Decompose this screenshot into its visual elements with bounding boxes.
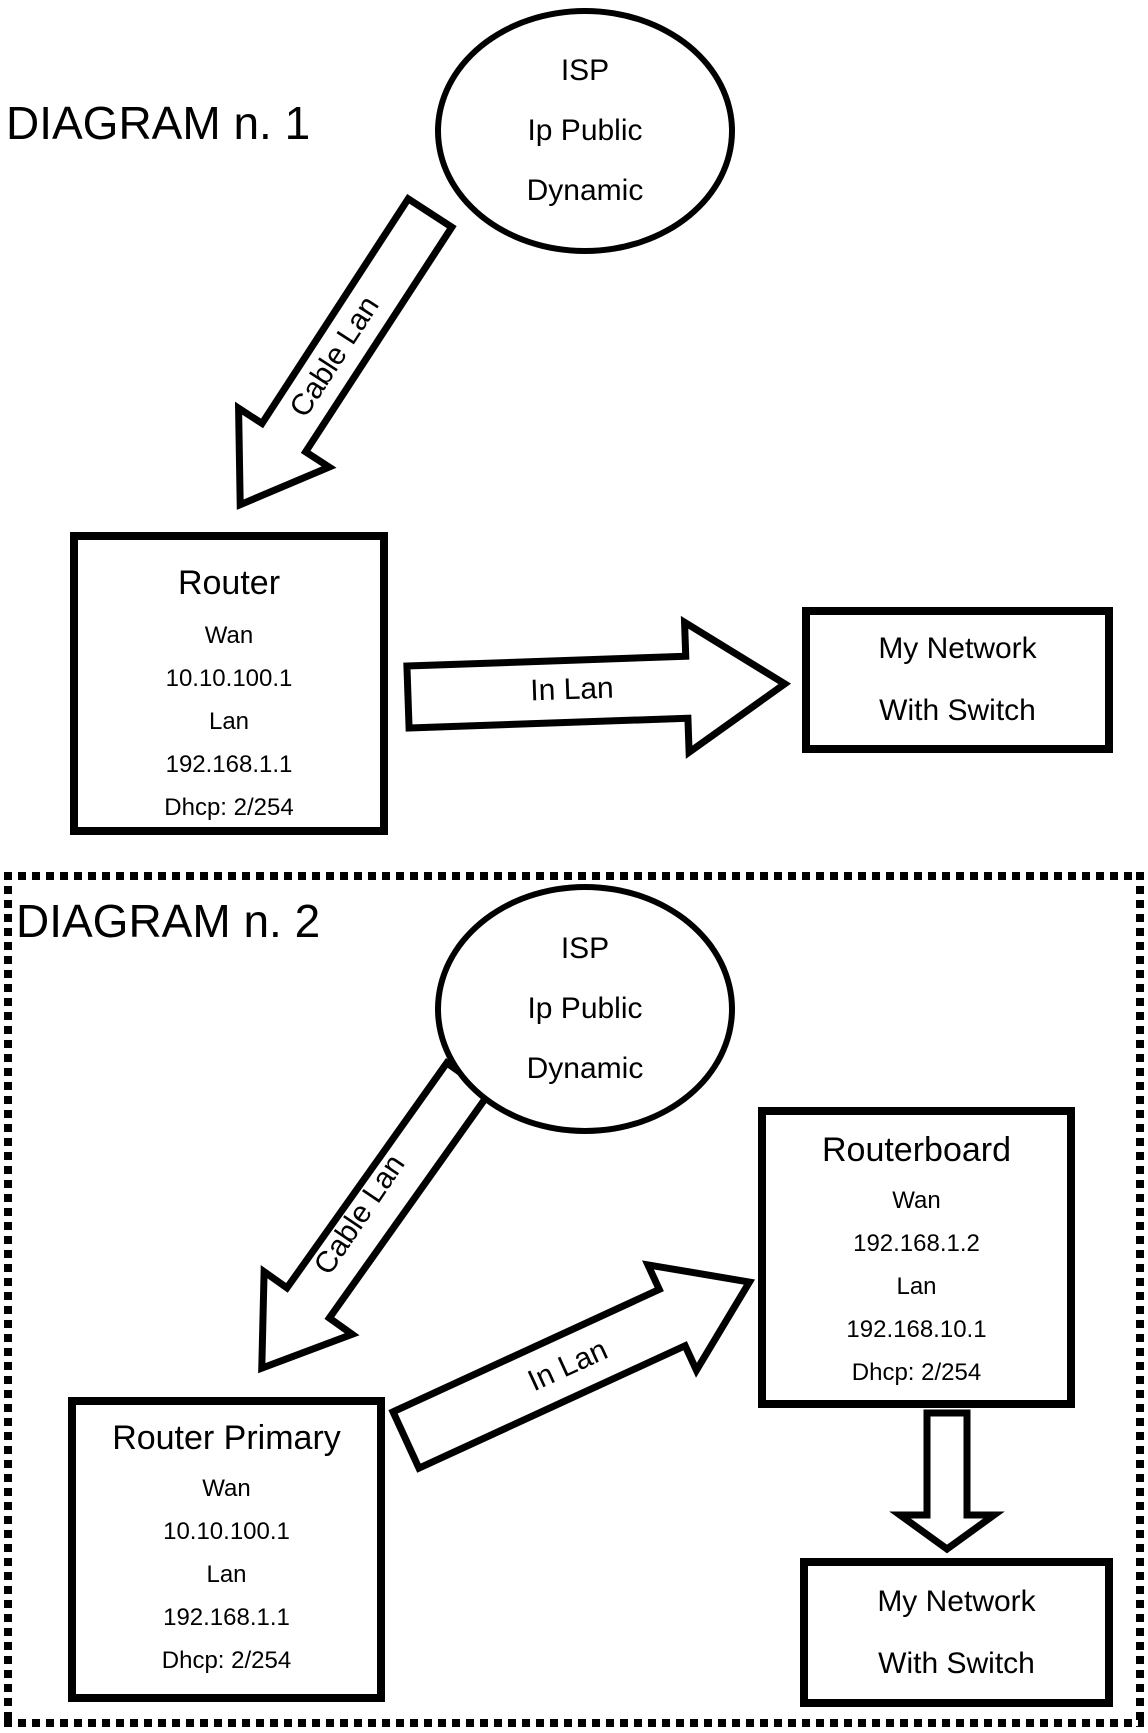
isp-line: ISP <box>560 54 610 87</box>
ip-public-line: Ip Public <box>527 114 643 147</box>
routerboard-box-title: Routerboard <box>821 1131 1011 1169</box>
dynamic-line: Dynamic <box>526 1052 644 1085</box>
my-network-box-2: My Network With Switch <box>800 1558 1113 1707</box>
my-network-line: My Network <box>877 1584 1036 1618</box>
router-lan-label: Lan <box>208 708 250 735</box>
ip-public-line: Ip Public <box>527 992 643 1025</box>
router-dhcp: Dhcp: 2/254 <box>164 794 294 821</box>
routerboard-lan-label: Lan <box>896 1273 937 1300</box>
router-wan-label: Wan <box>204 622 254 649</box>
router-primary-wan-ip: 10.10.100.1 <box>163 1518 290 1545</box>
router-primary-box: Router Primary Wan 10.10.100.1 Lan 192.1… <box>68 1397 385 1702</box>
routerboard-box: Routerboard Wan 192.168.1.2 Lan 192.168.… <box>758 1107 1075 1408</box>
routerboard-lan-ip: 192.168.10.1 <box>846 1316 987 1343</box>
diagram1-title: DIAGRAM n. 1 <box>6 97 311 149</box>
isp-line: ISP <box>560 932 610 965</box>
isp-ellipse-1: ISP Ip Public Dynamic <box>435 8 735 254</box>
down-arrow <box>889 1409 1005 1554</box>
my-network-box-1: My Network With Switch <box>802 607 1113 753</box>
routerboard-dhcp: Dhcp: 2/254 <box>851 1359 982 1386</box>
routerboard-wan-label: Wan <box>892 1187 941 1214</box>
router-box-title: Router <box>177 564 281 602</box>
my-network-line: My Network <box>878 632 1037 665</box>
in-lan-label-1: In Lan <box>529 671 615 708</box>
isp-ellipse-2: ISP Ip Public Dynamic <box>435 884 735 1134</box>
router-primary-wan-label: Wan <box>202 1475 251 1502</box>
cable-lan-arrow-1 <box>234 193 457 510</box>
dynamic-line: Dynamic <box>526 174 644 207</box>
router-primary-lan-ip: 192.168.1.1 <box>163 1604 290 1631</box>
router-lan-ip: 192.168.1.1 <box>165 751 293 778</box>
cable-lan-arrow-2 <box>258 1058 495 1374</box>
routerboard-wan-ip: 192.168.1.2 <box>853 1230 980 1257</box>
router-box: Router Wan 10.10.100.1 Lan 192.168.1.1 D… <box>70 532 388 835</box>
router-primary-lan-label: Lan <box>206 1561 247 1588</box>
router-primary-box-title: Router Primary <box>112 1419 341 1457</box>
diagram2-title: DIAGRAM n. 2 <box>16 895 321 947</box>
in-lan-arrow-1 <box>403 615 792 759</box>
with-switch-line: With Switch <box>878 1646 1035 1680</box>
with-switch-line: With Switch <box>879 694 1036 727</box>
in-lan-arrow-2 <box>388 1260 756 1473</box>
router-wan-ip: 10.10.100.1 <box>165 665 293 692</box>
router-primary-dhcp: Dhcp: 2/254 <box>161 1647 292 1674</box>
